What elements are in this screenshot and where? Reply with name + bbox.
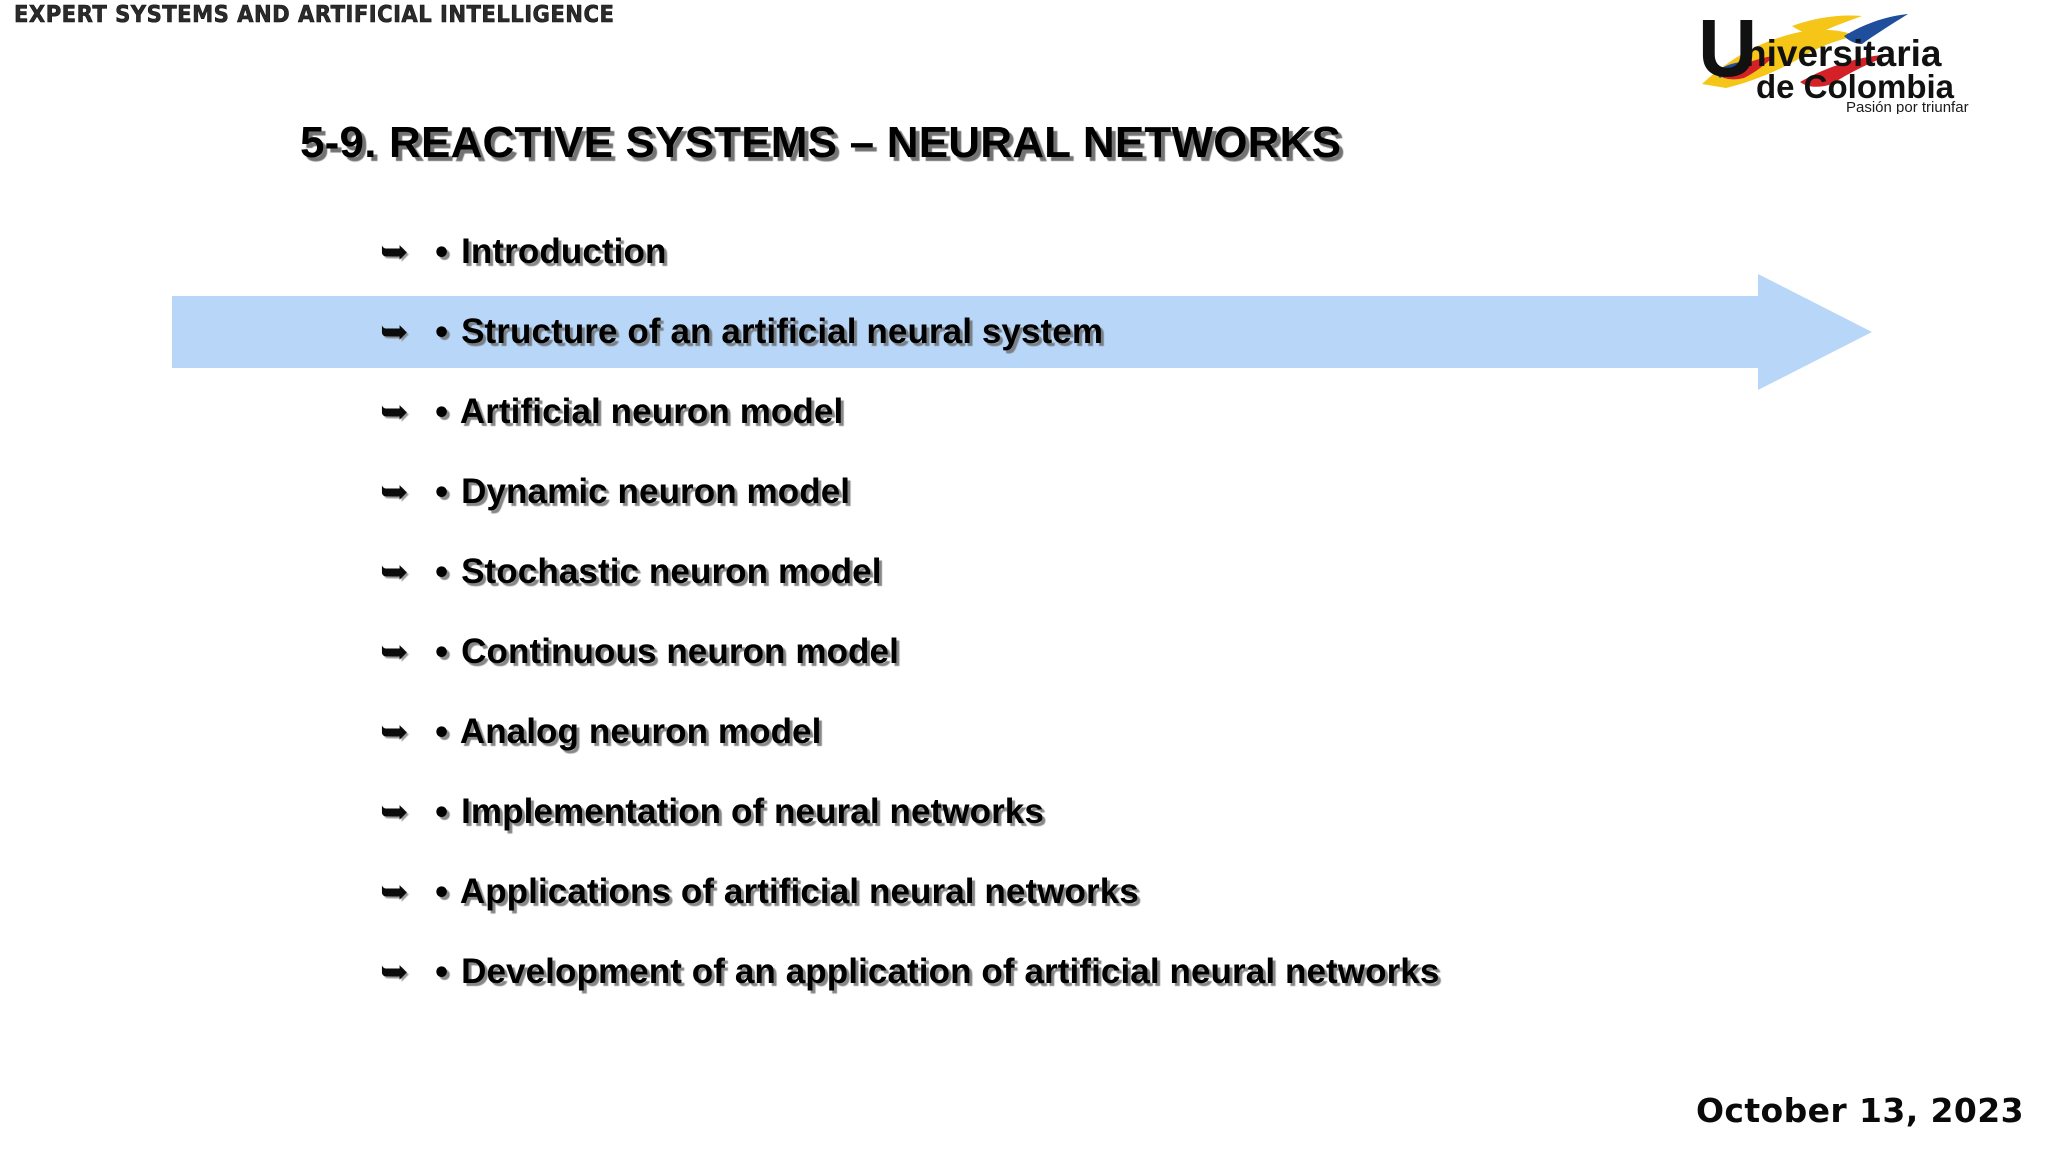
chevron-arrow-bullet-icon: ➥: [380, 232, 409, 272]
bullet-dot: •: [432, 876, 452, 911]
chevron-arrow-bullet-icon: ➥: [380, 392, 409, 432]
list-item-text: Implementation of neural networks: [461, 792, 1044, 831]
list-item[interactable]: ➥ • Dynamic neuron model: [380, 452, 1980, 532]
list-item[interactable]: ➥ • Introduction: [380, 212, 1980, 292]
chevron-arrow-bullet-icon: ➥: [380, 872, 409, 912]
university-logo: U niversitaria de Colombia Pasión por tr…: [1696, 6, 2026, 114]
chevron-arrow-bullet-icon: ➥: [380, 792, 409, 832]
list-item-text: Analog neuron model: [459, 712, 822, 751]
list-item-label: • Dynamic neuron model: [432, 472, 850, 512]
logo-word-top: niversitaria: [1744, 33, 1942, 74]
list-item[interactable]: ➥ • Continuous neuron model: [380, 612, 1980, 692]
slide-date: October 13, 2023: [1695, 1091, 2024, 1130]
list-item-label: • Structure of an artificial neural syst…: [432, 312, 1103, 352]
svg-text:U: U: [1698, 6, 1757, 94]
bullet-dot: •: [432, 636, 452, 671]
list-item[interactable]: ➥ • Analog neuron model: [380, 692, 1980, 772]
page-title: 5-9. REACTIVE SYSTEMS – NEURAL NETWORKS: [300, 118, 1342, 167]
list-item-label: • Stochastic neuron model: [432, 552, 882, 592]
list-item[interactable]: ➥ • Structure of an artificial neural sy…: [380, 292, 1980, 372]
bullet-dot: •: [432, 716, 452, 751]
logo-tagline: Pasión por triunfar: [1846, 99, 1969, 114]
chevron-arrow-bullet-icon: ➥: [380, 712, 409, 752]
chevron-arrow-bullet-icon: ➥: [380, 952, 409, 992]
list-item[interactable]: ➥ • Development of an application of art…: [380, 932, 1980, 1012]
list-item-label: • Development of an application of artif…: [432, 952, 1439, 992]
bullet-dot: •: [432, 476, 452, 511]
chevron-arrow-bullet-icon: ➥: [380, 472, 409, 512]
list-item-text: Artificial neuron model: [459, 392, 844, 431]
bullet-dot: •: [432, 316, 452, 351]
university-logo-icon: U niversitaria de Colombia Pasión por tr…: [1698, 6, 1969, 114]
bullet-dot: •: [432, 556, 452, 591]
list-item-text: Development of an application of artific…: [461, 952, 1440, 991]
list-item-label: • Analog neuron model: [432, 712, 821, 752]
bullet-dot: •: [432, 236, 452, 271]
bullet-dot: •: [432, 796, 452, 831]
list-item[interactable]: ➥ • Applications of artificial neural ne…: [380, 852, 1980, 932]
list-item-label: • Artificial neuron model: [432, 392, 843, 432]
list-item-text: Introduction: [461, 232, 667, 271]
list-item[interactable]: ➥ • Stochastic neuron model: [380, 532, 1980, 612]
list-item[interactable]: ➥ • Implementation of neural networks: [380, 772, 1980, 852]
chevron-arrow-bullet-icon: ➥: [380, 632, 409, 672]
agenda-list: ➥ • Introduction ➥ • Structure of an art…: [380, 212, 1980, 1012]
list-item-text: Stochastic neuron model: [461, 552, 882, 591]
list-item-text: Dynamic neuron model: [461, 472, 851, 511]
chevron-arrow-bullet-icon: ➥: [380, 552, 409, 592]
list-item-text: Continuous neuron model: [461, 632, 899, 671]
list-item-label: • Introduction: [432, 232, 666, 272]
bullet-dot: •: [432, 396, 452, 431]
list-item-label: • Applications of artificial neural netw…: [432, 872, 1139, 912]
bullet-dot: •: [432, 956, 452, 991]
list-item-text: Structure of an artificial neural system: [461, 312, 1104, 351]
chevron-arrow-bullet-icon: ➥: [380, 312, 409, 352]
list-item[interactable]: ➥ • Artificial neuron model: [380, 372, 1980, 452]
list-item-text: Applications of artificial neural networ…: [459, 872, 1139, 911]
course-header-text: EXPERT SYSTEMS AND ARTIFICIAL INTELLIGEN…: [14, 2, 615, 29]
logo-word-bottom: de Colombia: [1756, 68, 1955, 105]
list-item-label: • Continuous neuron model: [432, 632, 899, 672]
list-item-label: • Implementation of neural networks: [432, 792, 1044, 832]
